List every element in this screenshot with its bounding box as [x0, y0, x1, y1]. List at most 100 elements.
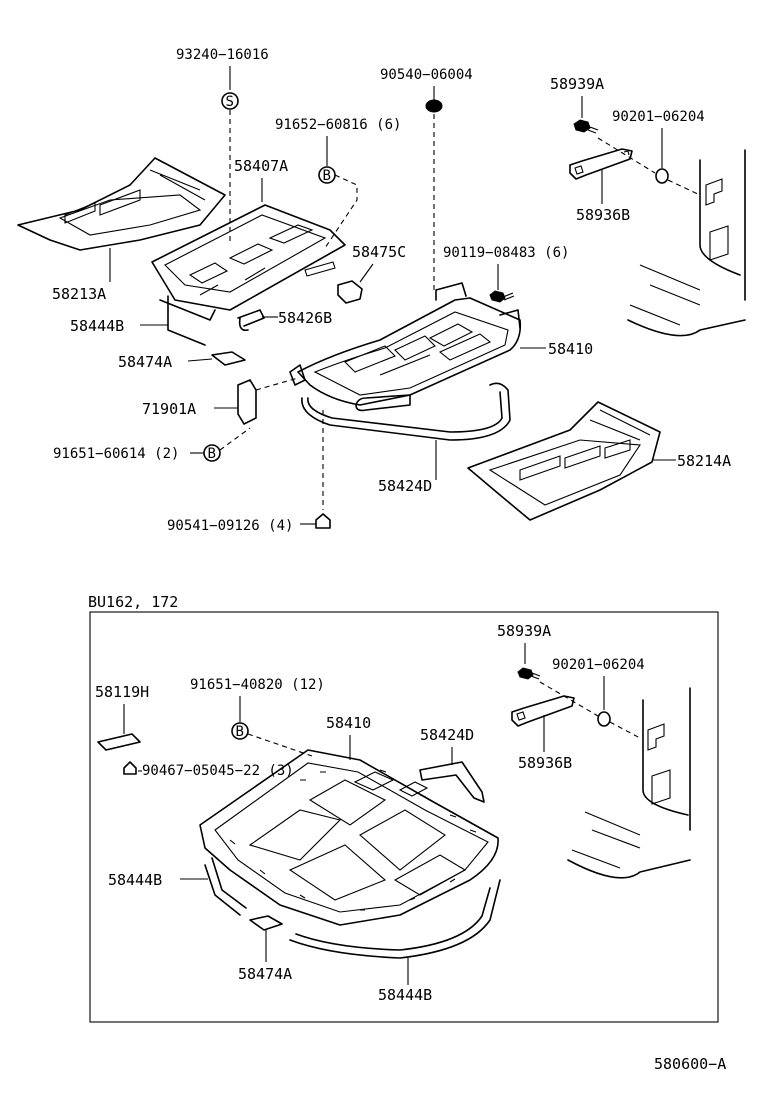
pad-58119H — [97, 733, 141, 751]
bolt-icon — [517, 667, 534, 680]
strip — [304, 261, 336, 277]
floor-pan-inner — [313, 311, 509, 396]
tray-58407A-flange — [159, 299, 216, 321]
dashed-leader — [219, 427, 251, 451]
panel-edge — [627, 319, 746, 337]
label-71901A: 71901A — [142, 400, 196, 418]
dashed-leader — [539, 681, 599, 717]
floor-pan-pockets — [344, 323, 492, 376]
label-58213A: 58213A — [52, 285, 106, 303]
bolt-icon — [489, 290, 506, 303]
symbol-b: B — [236, 724, 244, 740]
label-58475C: 58475C — [352, 243, 406, 261]
panel-58214A-detail — [488, 409, 651, 506]
label-58407A: 58407A — [234, 157, 288, 175]
tray-58407A-pockets — [188, 224, 314, 296]
trim-58444B-bottom — [289, 879, 501, 959]
tray-58407A-inner — [164, 214, 327, 293]
trim-58424D — [419, 761, 485, 803]
label-58410-lower: 58410 — [326, 714, 371, 732]
label-90119-08483: 90119−08483 (6) — [443, 245, 569, 261]
body-panel — [642, 687, 691, 831]
panel-58214A-ribs — [519, 439, 631, 481]
dashed-leader — [324, 174, 358, 249]
label-58214A: 58214A — [677, 452, 731, 470]
symbol-b: B — [208, 446, 216, 462]
label-58936B-lower: 58936B — [518, 754, 572, 772]
trunk-tub-bosses — [353, 771, 429, 797]
clip-58426B — [237, 309, 265, 332]
label-90201-06204-lower: 90201−06204 — [552, 657, 645, 673]
bracket-holes — [516, 711, 526, 721]
symbol-s: S — [226, 94, 234, 110]
pad-58474A — [211, 351, 246, 366]
leader — [359, 263, 374, 283]
trim-58424D-inner — [307, 391, 503, 433]
panel-58213A-ribs — [64, 189, 141, 224]
label-58119H: 58119H — [95, 683, 149, 701]
trim-58444B — [167, 295, 206, 346]
label-90541-09126: 90541−09126 (4) — [167, 518, 293, 534]
dashed-leader — [247, 733, 313, 757]
dashed-leader — [667, 179, 701, 196]
dashed-leader — [609, 721, 641, 739]
label-58424D-lower: 58424D — [420, 726, 474, 744]
body-panel — [699, 149, 746, 301]
dashed-leader — [597, 137, 656, 174]
figure-code: 580600−A — [654, 1055, 726, 1073]
floor-pan-lip — [355, 394, 411, 412]
bolt-thread — [587, 126, 599, 134]
label-91652-60816: 91652−60816 (6) — [275, 117, 401, 133]
label-93240-16016: 93240−16016 — [176, 47, 269, 63]
label-90467-05045-22: 90467−05045−22 (3) — [142, 763, 294, 779]
group-frame — [89, 611, 719, 1023]
symbol-b: B — [323, 168, 331, 184]
grommet-icon — [315, 513, 331, 529]
label-58424D: 58424D — [378, 477, 432, 495]
floor-pan-end — [289, 364, 306, 386]
bracket-holes — [574, 150, 630, 175]
trim-58424D — [301, 382, 511, 441]
symbol-b-circle — [203, 444, 221, 462]
panel-58213A — [17, 157, 226, 251]
bolt-thread — [502, 292, 515, 301]
panel-holes — [647, 723, 671, 805]
panel-58213A-detail — [58, 169, 206, 236]
label-58410: 58410 — [548, 340, 593, 358]
label-58939A-lower: 58939A — [497, 622, 551, 640]
bracket-58936B — [569, 148, 633, 180]
label-58474A-lower: 58474A — [238, 965, 292, 983]
label-58939A: 58939A — [550, 75, 604, 93]
symbol-b-circle — [231, 722, 249, 740]
label-58444B-lower-a: 58444B — [108, 871, 162, 889]
label-90540-06004: 90540−06004 — [380, 67, 473, 83]
label-58474A: 58474A — [118, 353, 172, 371]
pad-58474A — [249, 915, 283, 931]
floor-pan-58410 — [297, 297, 522, 406]
floor-pan-brackets — [435, 282, 521, 329]
bolt-thread — [530, 672, 541, 680]
label-58444B-lower-b: 58444B — [378, 986, 432, 1004]
panel-holes — [705, 178, 729, 261]
trunk-tub-58410 — [199, 749, 499, 926]
panel-lines — [629, 264, 701, 326]
bracket-58936B — [511, 695, 575, 727]
plug-icon — [425, 99, 443, 113]
group-title: BU162, 172 — [88, 593, 178, 611]
panel-edge — [567, 859, 691, 879]
label-58444B: 58444B — [70, 317, 124, 335]
washer-icon — [655, 168, 669, 184]
tray-58407A — [151, 204, 346, 311]
clip-icon — [123, 761, 137, 775]
bolt-icon — [573, 119, 591, 133]
clip-71901A — [237, 379, 257, 425]
washer-icon — [597, 711, 611, 727]
panel-lines — [571, 811, 641, 869]
trunk-tub-wells — [248, 779, 467, 901]
label-91651-40820: 91651−40820 (12) — [190, 677, 325, 693]
dashed-leader — [255, 377, 299, 391]
trim-58444B — [204, 857, 247, 916]
label-90201-06204: 90201−06204 — [612, 109, 705, 125]
